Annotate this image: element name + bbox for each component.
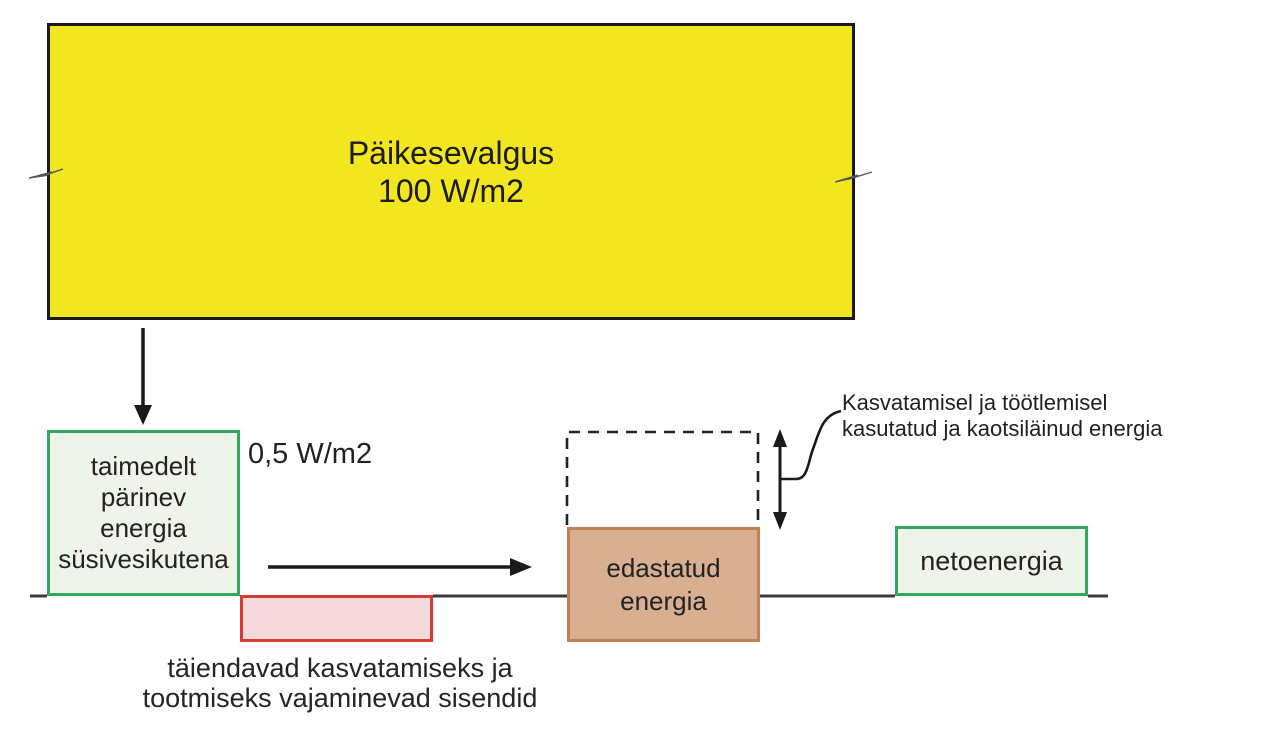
dashed-loss-box (565, 430, 760, 525)
plant-energy-box: taimedelt pärinev energia süsivesikutena (47, 430, 240, 596)
loss-annotation-text: Kasvatamisel ja töötlemisel kasutatud ja… (842, 390, 1163, 441)
sunlight-label: Päikesevalgus 100 W/m2 (347, 134, 555, 209)
net-energy-box: netoenergia (895, 526, 1088, 596)
sunlight-box: Päikesevalgus 100 W/m2 (47, 23, 855, 320)
right-arrow (268, 558, 532, 576)
flux-value-label: 0,5 W/m2 (248, 438, 373, 470)
annotation-leader-line (781, 409, 842, 481)
delivered-energy-label: edastatud energia (606, 552, 721, 616)
double-arrow (773, 429, 787, 530)
extra-inputs-box (240, 595, 433, 642)
extra-inputs-caption: täiendavad kasvatamiseks ja tootmiseks v… (142, 653, 538, 713)
delivered-energy-box: edastatud energia (567, 527, 760, 642)
plant-energy-label: taimedelt pärinev energia süsivesikutena (58, 451, 229, 574)
net-energy-label: netoenergia (920, 545, 1063, 576)
down-arrow (134, 328, 152, 425)
